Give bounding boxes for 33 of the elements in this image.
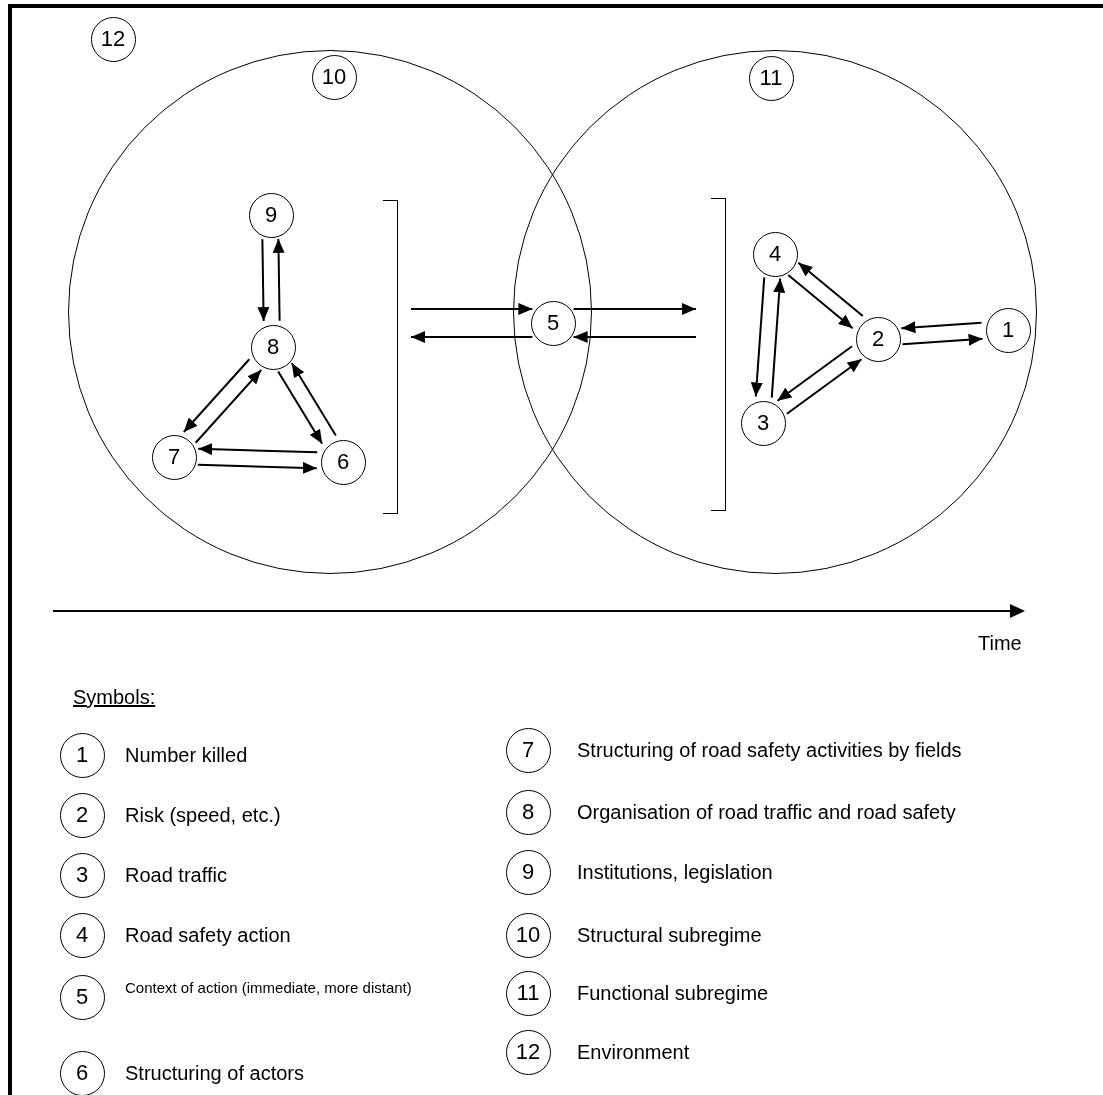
arrow <box>197 443 319 456</box>
arrow <box>776 345 854 402</box>
legend-description: Organisation of road traffic and road safety <box>577 800 956 824</box>
legend-description: Environment <box>577 1040 690 1064</box>
arrow <box>572 303 697 315</box>
bracket <box>711 198 726 511</box>
arrow <box>787 274 854 330</box>
legend-description: Structuring of road safety activities by fields <box>577 738 962 762</box>
arrow <box>257 238 270 323</box>
arrow <box>196 461 318 474</box>
arrow <box>572 331 697 343</box>
bracket <box>383 200 398 514</box>
arrow <box>770 277 786 399</box>
legend-description: Institutions, legislation <box>577 860 773 884</box>
arrow <box>277 370 324 445</box>
arrow <box>182 358 251 434</box>
legend-description: Structuring of actors <box>125 1061 304 1085</box>
legend-description: Road traffic <box>125 863 227 887</box>
arrow <box>290 362 337 437</box>
legend-description: Number killed <box>125 743 248 767</box>
arrow <box>797 261 864 317</box>
legend-description: Context of action (immediate, more distant) <box>125 979 413 997</box>
arrow <box>750 276 766 398</box>
arrow <box>272 237 285 322</box>
legend-description: Functional subregime <box>577 981 769 1005</box>
legend-description: Risk (speed, etc.) <box>125 803 281 827</box>
legend-description: Road safety action <box>125 923 291 947</box>
axis-label: Time <box>978 631 1022 656</box>
legend-description: Structural subregime <box>577 923 762 947</box>
arrow <box>785 358 863 415</box>
legend-heading: Symbols: <box>73 685 156 710</box>
arrow <box>900 321 983 334</box>
arrow <box>901 333 984 346</box>
